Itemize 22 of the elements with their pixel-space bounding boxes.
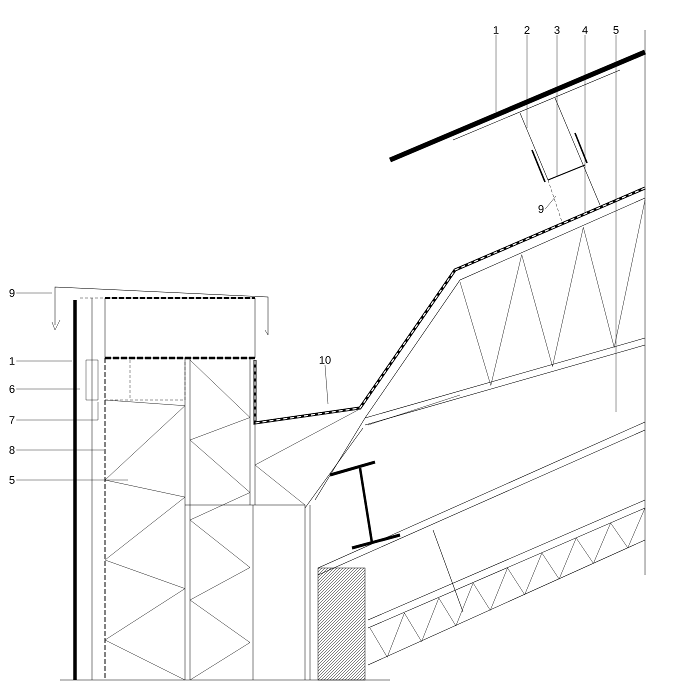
leader-line xyxy=(556,34,558,176)
callout-number: 1 xyxy=(10,357,15,365)
leader-line xyxy=(526,34,528,128)
leader-line xyxy=(324,364,328,404)
callout-number: 7 xyxy=(10,416,14,424)
leader-line xyxy=(584,34,586,212)
callout-number: 10 xyxy=(320,356,331,364)
callout-number: 4 xyxy=(582,26,588,34)
callout-number: 6 xyxy=(10,385,15,393)
callout-number: 8 xyxy=(9,446,15,454)
callout-number: 5 xyxy=(613,26,619,34)
callout-number: 2 xyxy=(524,26,530,34)
callout-number: 9 xyxy=(538,205,544,213)
leader-line xyxy=(16,360,72,362)
callout-number: 3 xyxy=(554,26,560,34)
leader-line xyxy=(545,196,556,210)
leader-line xyxy=(16,402,98,420)
callout-number: 9 xyxy=(9,289,15,297)
callout-number: 5 xyxy=(9,476,15,484)
callout-number: 1 xyxy=(494,26,499,34)
leader-line xyxy=(16,388,80,390)
leader-line xyxy=(16,292,52,294)
